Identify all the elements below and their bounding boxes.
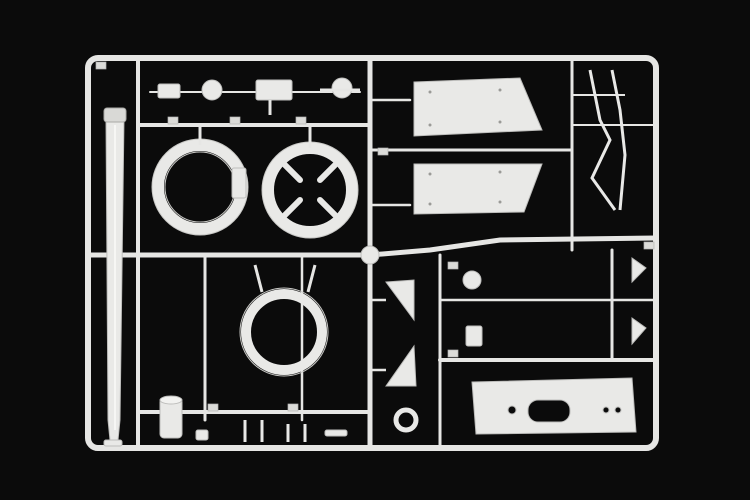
triangle-parts	[370, 279, 417, 387]
ring-part-lower	[239, 264, 329, 377]
armour-panel-lower	[413, 163, 543, 215]
ring-part-upper-left	[151, 125, 249, 236]
part-number-tags	[95, 61, 655, 412]
armour-panel-upper	[413, 77, 543, 137]
runner-h-center	[85, 235, 659, 258]
ring-part-upper-middle	[261, 125, 359, 239]
small-parts-bottom	[159, 395, 419, 442]
hull-part	[471, 377, 637, 435]
gun-barrel-part	[103, 107, 127, 447]
small-parts-right	[462, 257, 647, 347]
center-sprue-hub	[360, 245, 380, 265]
rod-parts-right	[572, 69, 656, 211]
small-parts-top	[157, 77, 360, 115]
